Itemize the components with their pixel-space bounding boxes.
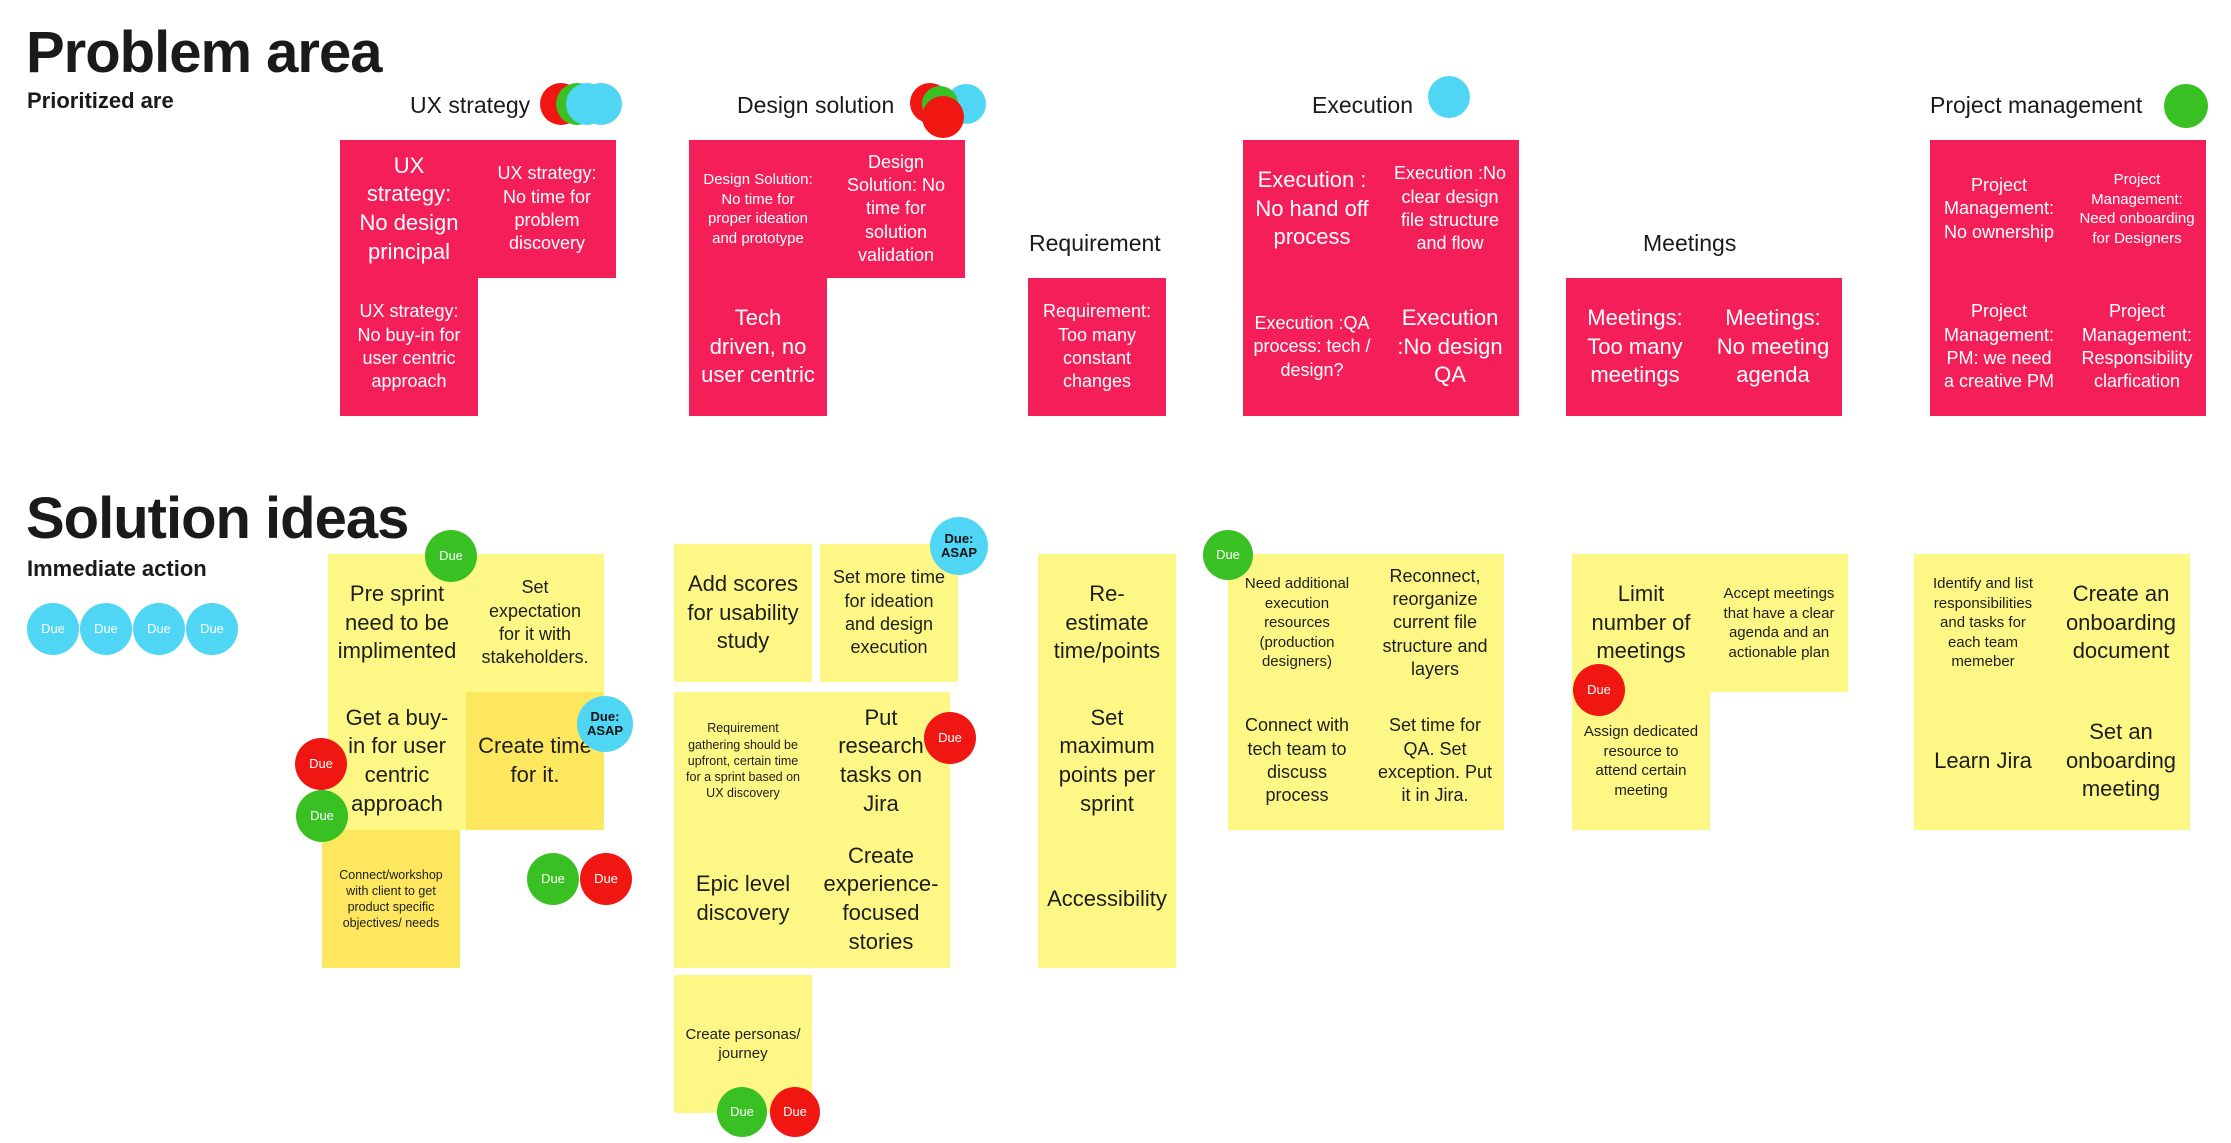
solution-note[interactable]: Reconnect, reorganize current file struc… [1366, 554, 1504, 692]
problem-note[interactable]: UX strategy: No design principal [340, 140, 478, 278]
due-dot[interactable]: Due [527, 853, 579, 905]
due-dot[interactable]: Due [425, 530, 477, 582]
due-asap-dot[interactable]: Due: ASAP [577, 696, 633, 752]
solution-note[interactable]: Create an onboarding document [2052, 554, 2190, 692]
column-title-execution: Execution [1312, 92, 1414, 118]
solution-note[interactable]: Create experience-focused stories [812, 830, 950, 968]
problem-area-subtitle: Prioritized are [27, 88, 174, 113]
problem-note[interactable]: UX strategy: No time for problem discove… [478, 140, 616, 278]
problem-note[interactable]: Project Management: PM: we need a creati… [1930, 278, 2068, 416]
solution-note[interactable]: Set an onboarding meeting [2052, 692, 2190, 830]
problem-note[interactable]: Execution : No hand off process [1243, 140, 1381, 278]
due-dot[interactable]: Due [580, 853, 632, 905]
solution-note[interactable]: Connect with tech team to discuss proces… [1228, 692, 1366, 830]
solution-note[interactable]: Connect/workshop with client to get prod… [322, 830, 460, 968]
solution-note[interactable]: Add scores for usability study [674, 544, 812, 682]
due-dot[interactable]: Due [27, 603, 79, 655]
vote-dot[interactable] [2164, 84, 2208, 128]
problem-note[interactable]: Requirement: Too many constant changes [1028, 278, 1166, 416]
solution-note[interactable]: Re-estimate time/points [1053, 581, 1161, 664]
solution-note[interactable]: Set more time for ideation and design ex… [820, 544, 958, 682]
solution-note[interactable]: Identify and list responsibilities and t… [1914, 554, 2052, 692]
problem-area-title: Problem area [26, 20, 383, 85]
solution-note-strip [1038, 554, 1176, 968]
solution-note[interactable]: Put research tasks on Jira [812, 692, 950, 830]
column-title-requirement: Requirement [1029, 230, 1161, 256]
problem-note[interactable]: Execution :No design QA [1381, 278, 1519, 416]
problem-note[interactable]: Meetings: No meeting agenda [1704, 278, 1842, 416]
due-dot[interactable]: Due [296, 790, 348, 842]
solution-note[interactable]: Accept meetings that have a clear agenda… [1710, 554, 1848, 692]
due-dot[interactable]: Due [1203, 530, 1253, 580]
problem-note[interactable]: Project Management: Need onboarding for … [2068, 140, 2206, 278]
due-dot[interactable]: Due [770, 1087, 820, 1137]
solution-note[interactable]: Requirement gathering should be upfront,… [674, 692, 812, 830]
due-dot[interactable]: Due [295, 738, 347, 790]
problem-note[interactable]: Project Management: Responsibility clarf… [2068, 278, 2206, 416]
vote-dot[interactable] [580, 83, 622, 125]
solution-note[interactable]: Accessibility [1047, 885, 1167, 911]
column-title-project-management: Project management [1930, 92, 2143, 118]
column-title-design-solution: Design solution [737, 92, 895, 118]
problem-note[interactable]: Project Management: No ownership [1930, 140, 2068, 278]
solution-note[interactable]: Set time for QA. Set exception. Put it i… [1366, 692, 1504, 830]
column-title-ux-strategy: UX strategy [410, 92, 531, 118]
column-title-meetings: Meetings [1643, 230, 1737, 256]
due-asap-dot[interactable]: Due: ASAP [930, 517, 988, 575]
due-dot[interactable]: Due [924, 712, 976, 764]
due-dot[interactable]: Due [1573, 664, 1625, 716]
problem-note[interactable]: Design Solution: No time for proper idea… [689, 140, 827, 278]
problem-note[interactable]: Tech driven, no user centric [689, 278, 827, 416]
solution-note[interactable]: Set maximum points per sprint [1058, 704, 1156, 816]
due-dot[interactable]: Due [186, 603, 238, 655]
solution-note[interactable]: Get a buy-in for user centric approach [328, 692, 466, 830]
problem-note[interactable]: Meetings: Too many meetings [1566, 278, 1704, 416]
due-dot[interactable]: Due [133, 603, 185, 655]
vote-dot[interactable] [1428, 76, 1470, 118]
solution-ideas-title: Solution ideas [26, 486, 409, 551]
problem-note[interactable]: Execution :QA process: tech / design? [1243, 278, 1381, 416]
problem-note[interactable]: Design Solution: No time for solution va… [827, 140, 965, 278]
solution-note[interactable]: Epic level discovery [674, 830, 812, 968]
due-dot[interactable]: Due [717, 1087, 767, 1137]
problem-note[interactable]: UX strategy: No buy-in for user centric … [340, 278, 478, 416]
due-dot[interactable]: Due [80, 603, 132, 655]
solution-note[interactable]: Need additional execution resources (pro… [1228, 554, 1366, 692]
solution-ideas-subtitle: Immediate action [27, 556, 207, 581]
solution-note[interactable]: Set expectation for it with stakeholders… [466, 554, 604, 692]
problem-note[interactable]: Execution :No clear design file structur… [1381, 140, 1519, 278]
vote-dot[interactable] [922, 96, 964, 138]
solution-note[interactable]: Learn Jira [1914, 692, 2052, 830]
